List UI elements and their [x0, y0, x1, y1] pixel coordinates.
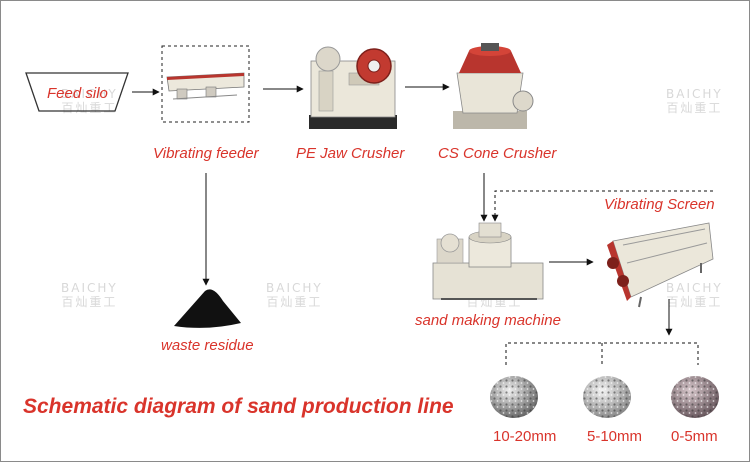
- label-feed-silo: Feed silo: [47, 85, 108, 102]
- arrow-screen-return: [491, 190, 713, 222]
- diagram-title: Schematic diagram of sand production lin…: [23, 395, 454, 418]
- label-product-0-5mm: 0-5mm: [671, 428, 718, 445]
- feed-silo-shape: [25, 72, 129, 112]
- vibrating-screen-machine: [607, 222, 714, 308]
- label-waste-residue: waste residue: [161, 337, 254, 354]
- vibrating-feeder-machine: [166, 72, 245, 100]
- jaw-crusher-machine: [309, 46, 397, 129]
- aggregate-5-10mm: [583, 376, 631, 418]
- label-vibrating-feeder: Vibrating feeder: [153, 145, 259, 162]
- feeder-box: [161, 45, 250, 123]
- waste-residue-pile: [174, 289, 241, 328]
- label-jaw-crusher: PE Jaw Crusher: [296, 145, 405, 162]
- product-split-line: [505, 342, 699, 365]
- label-vibrating-screen: Vibrating Screen: [604, 196, 715, 213]
- label-sand-machine: sand making machine: [415, 312, 561, 329]
- label-product-5-10mm: 5-10mm: [587, 428, 643, 445]
- label-product-10-20mm: 10-20mm: [493, 428, 557, 445]
- label-cone-crusher: CS Cone Crusher: [438, 145, 557, 162]
- sand-making-machine: [432, 222, 544, 300]
- cone-crusher-machine: [453, 43, 534, 129]
- aggregate-10-20mm: [490, 376, 538, 418]
- aggregate-0-5mm: [671, 376, 719, 418]
